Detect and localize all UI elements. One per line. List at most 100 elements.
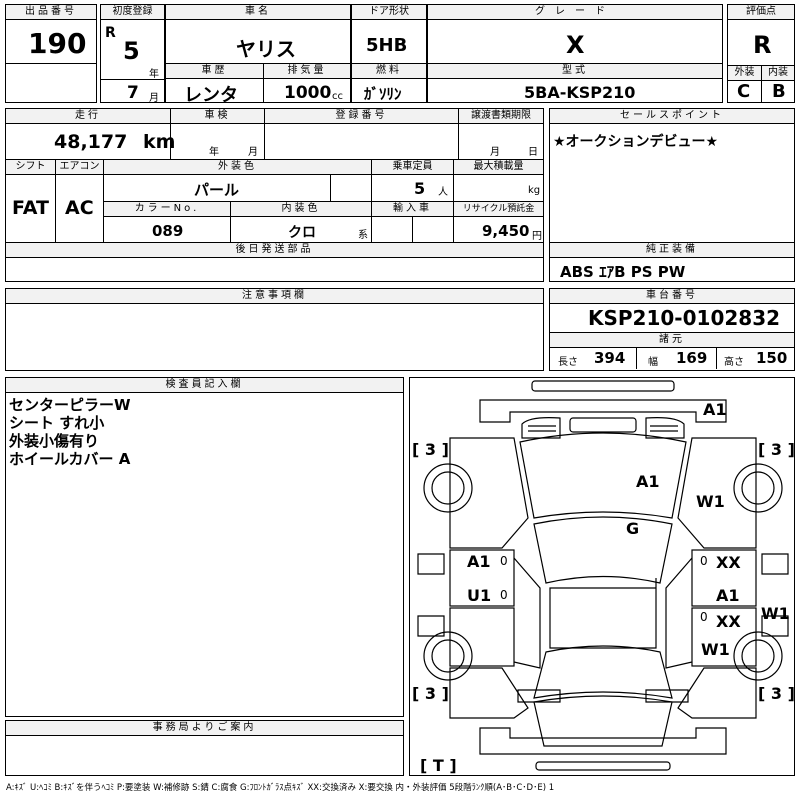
- recycle-unit: 円: [532, 231, 542, 242]
- spec-label: 諸元: [550, 332, 794, 348]
- registration-month: 7: [127, 83, 139, 103]
- caution-label: 注意事項欄: [6, 289, 543, 304]
- mark-left-front-door: A1: [467, 552, 491, 571]
- grade-label: グレード: [428, 5, 722, 20]
- sales-point-text: ★オークションデビュー★: [553, 134, 719, 150]
- interior-grade: B: [772, 81, 786, 102]
- capacity-label: 乗車定員: [372, 160, 453, 175]
- exterior-label: 外装: [728, 66, 761, 81]
- door-type: 5HB: [366, 35, 408, 56]
- inspector-label: 検査員記入欄: [6, 378, 403, 393]
- model: 5BA-KSP210: [524, 83, 636, 102]
- model-label: 型式: [428, 64, 722, 79]
- color-no-label: カラーNo.: [104, 202, 230, 217]
- first-registration-label: 初度登録: [101, 5, 164, 20]
- mark-left-rear-door: U1: [467, 586, 492, 605]
- height-label: 高さ: [724, 357, 744, 368]
- inspection-month-unit: 月: [248, 147, 258, 158]
- registration-year: 5: [123, 37, 140, 65]
- caution-box: 注意事項欄: [5, 288, 544, 371]
- displacement: 1000: [284, 83, 332, 103]
- capacity: 5: [414, 179, 426, 198]
- tire-rear-right: [ 3 ]: [758, 684, 795, 703]
- equipment-text: ABS ｴｱB PS PW: [560, 263, 686, 281]
- mileage-label: 走行: [6, 109, 170, 124]
- chassis-number: KSP210-0102832: [588, 306, 781, 330]
- transfer-day-unit: 日: [528, 147, 538, 158]
- recycle-label: リサイクル預託金: [454, 202, 543, 217]
- color-label: 外装色: [104, 160, 371, 175]
- inspector-note: シート すれ小: [9, 414, 105, 432]
- lot-number-label: 出品番号: [6, 5, 96, 20]
- lot-number-box: 出品番号 190: [5, 4, 97, 103]
- ac-label: エアコン: [56, 160, 103, 175]
- first-registration-box: 初度登録 R 5 年 7 月: [100, 4, 165, 104]
- door-box: ドア形状 5HB 燃料 ｶﾞｿﾘﾝ: [351, 4, 427, 103]
- transfer-month-unit: 月: [490, 147, 500, 158]
- mileage: 48,177: [54, 131, 128, 153]
- score: R: [753, 31, 772, 59]
- mark-rear-right: W1: [701, 640, 730, 659]
- mark-left-rear-door-zero: 0: [500, 588, 508, 602]
- mark-roof: G: [626, 519, 640, 538]
- displacement-label: 排気量: [264, 64, 350, 79]
- import-label: 輸入車: [372, 202, 453, 217]
- width-label: 幅: [648, 357, 658, 368]
- transfer-label: 譲渡書類期限: [459, 109, 543, 124]
- grade: X: [566, 31, 585, 59]
- fuel-label: 燃料: [352, 64, 426, 79]
- legend-text: A:ｷｽﾞ U:ﾍｺﾐ B:ｷｽﾞを伴うﾍｺﾐ P:要塗装 W:補修跡 S:錆 …: [6, 783, 555, 793]
- mark-right-front-door: XX: [716, 553, 741, 572]
- ac: AC: [65, 197, 94, 219]
- office-box: 事務局よりご案内: [5, 720, 404, 776]
- capacity-unit: 人: [438, 187, 448, 198]
- office-label: 事務局よりご案内: [6, 721, 403, 736]
- mileage-unit: km: [143, 131, 176, 153]
- chassis-label: 車台番号: [550, 289, 794, 304]
- shift: FAT: [12, 197, 49, 219]
- history-label: 車歴: [166, 64, 263, 79]
- car-name: ヤリス: [236, 37, 296, 61]
- inspector-note: ホイールカバー A: [9, 450, 131, 468]
- max-load-label: 最大積載量: [454, 160, 543, 175]
- exterior-color: パール: [194, 181, 240, 199]
- recycle-deposit: 9,450: [482, 222, 530, 240]
- exterior-grade: C: [737, 81, 751, 102]
- tire-front-left: [ 3 ]: [412, 440, 449, 459]
- car-name-label: 車名: [166, 5, 350, 20]
- door-label: ドア形状: [352, 5, 426, 20]
- history: レンタ: [184, 85, 238, 106]
- sales-point-box: セールスポイント ★オークションデビュー★ 純正装備 ABS ｴｱB PS PW: [549, 108, 795, 282]
- equipment-label: 純正装備: [550, 243, 794, 258]
- era: R: [105, 25, 116, 41]
- length: 394: [594, 349, 626, 367]
- car-outline-drawing: [417, 380, 789, 771]
- car-diagram: A1 A1 W1 G A1 0 U1 0 0 XX A1 0 XX W1 W1 …: [409, 377, 795, 776]
- details-box: 走行 車検 登録番号 譲渡書類期限 48,177 km 年 月 月 日 シフト …: [5, 108, 544, 282]
- interior-color-label: 内装色: [231, 202, 371, 217]
- mark-right-front-door-zero: 0: [700, 554, 708, 568]
- sales-point-label: セールスポイント: [550, 109, 794, 124]
- tire-rear-left: [ 3 ]: [412, 684, 449, 703]
- mark-right-rear-door: XX: [716, 612, 741, 631]
- width: 169: [676, 349, 708, 367]
- fuel: ｶﾞｿﾘﾝ: [364, 85, 402, 103]
- color-number: 089: [152, 222, 184, 240]
- length-label: 長さ: [558, 357, 578, 368]
- parts-label: 後日発送部品: [6, 243, 543, 258]
- interior-color-unit: 系: [358, 230, 368, 241]
- displacement-unit: cc: [332, 91, 343, 102]
- car-name-box: 車名 ヤリス 車歴 排気量 レンタ 1000 cc: [165, 4, 351, 106]
- tire-front-right: [ 3 ]: [758, 440, 795, 459]
- inspection-label: 車検: [171, 109, 264, 124]
- mark-front-right-fender: W1: [696, 492, 725, 511]
- inspection-year-unit: 年: [209, 147, 219, 158]
- height: 150: [756, 349, 788, 367]
- chassis-box: 車台番号 KSP210-0102832 諸元 長さ 394 幅 169 高さ 1…: [549, 288, 795, 371]
- interior-color: クロ: [288, 225, 316, 241]
- grade-box: グレード X 型式 5BA-KSP210: [427, 4, 723, 103]
- mark-left-front-door-zero: 0: [500, 554, 508, 568]
- mark-right-rear-door-top: A1: [716, 586, 740, 605]
- year-unit: 年: [149, 69, 159, 80]
- score-box: 評価点 R 外装 内装 C B: [727, 4, 795, 103]
